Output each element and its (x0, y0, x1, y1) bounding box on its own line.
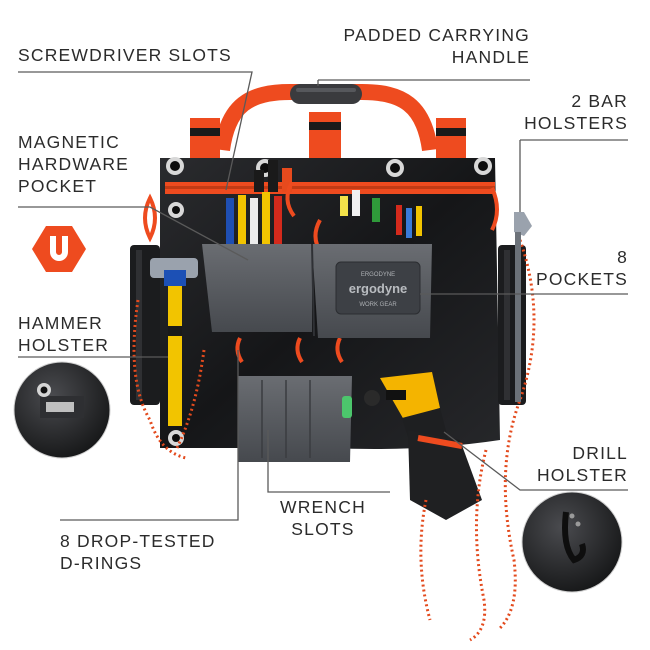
screwdrivers (226, 160, 422, 248)
callout-d-rings: 8 DROP-TESTED D-RINGS (60, 530, 216, 574)
wrench-slots-pocket (238, 376, 352, 462)
callout-pockets-line-2: POCKETS (535, 269, 628, 289)
callout-d-rings-line-2: D-RINGS (60, 553, 143, 573)
hammer (150, 258, 198, 426)
callout-lines (18, 71, 628, 521)
callout-magnetic-pocket-line-1: MAGNETIC (18, 132, 120, 152)
callout-hammer-holster-line-2: HOLSTER (18, 335, 110, 355)
hammer-holster-inset (13, 361, 111, 459)
callout-magnetic-pocket: MAGNETIC HARDWARE POCKET (18, 131, 129, 197)
callout-drill-holster-line-1: DRILL (572, 443, 628, 463)
callout-hammer-holster: HAMMER HOLSTER (18, 312, 109, 356)
callout-pockets-line-1: 8 (617, 247, 628, 267)
callout-screwdriver-slots: SCREWDRIVER SLOTS (18, 44, 232, 66)
brand-patch-bottom: WORK GEAR (359, 302, 397, 308)
magnetic-hardware-pocket (202, 244, 312, 332)
callout-bar-holsters-line-1: 2 BAR (571, 91, 628, 111)
callout-drill-holster-line-2: HOLSTER (536, 465, 628, 485)
brand-patch-name: ergodyne (349, 281, 408, 296)
handle-strap-left (214, 84, 300, 152)
handle-strap-right (352, 84, 438, 152)
callout-bar-holsters: 2 BAR HOLSTERS (524, 90, 628, 134)
callout-magnetic-pocket-line-3: POCKET (18, 176, 98, 196)
callout-padded-handle-line-1: PADDED CARRYING (343, 25, 530, 45)
padded-handle-grip (290, 84, 362, 104)
bar-holster-right (498, 245, 526, 405)
magnet-badge-icon (32, 226, 86, 272)
drill-holster-inset (521, 491, 623, 593)
callout-wrench-slots-line-2: SLOTS (291, 519, 355, 539)
callout-bar-holsters-line-2: HOLSTERS (524, 113, 628, 133)
callout-pockets: 8 POCKETS (536, 246, 628, 290)
callout-magnetic-pocket-line-2: HARDWARE (18, 154, 130, 174)
callout-wrench-slots: WRENCH SLOTS (280, 496, 366, 540)
tool-board: ERGODYNE ergodyne WORK GEAR (130, 84, 536, 642)
callout-padded-handle: PADDED CARRYING HANDLE (343, 24, 530, 68)
callout-drill-holster: DRILL HOLSTER (537, 442, 628, 486)
brand-patch: ERGODYNE ergodyne WORK GEAR (335, 261, 421, 315)
callout-d-rings-line-1: 8 DROP-TESTED (60, 531, 216, 551)
callout-padded-handle-line-2: HANDLE (451, 47, 530, 67)
brand-patch-top: ERGODYNE (361, 272, 395, 278)
callout-screwdriver-slots-line-1: SCREWDRIVER SLOTS (18, 45, 232, 65)
callout-hammer-holster-line-1: HAMMER (18, 313, 103, 333)
callout-wrench-slots-line-1: WRENCH (280, 497, 366, 517)
